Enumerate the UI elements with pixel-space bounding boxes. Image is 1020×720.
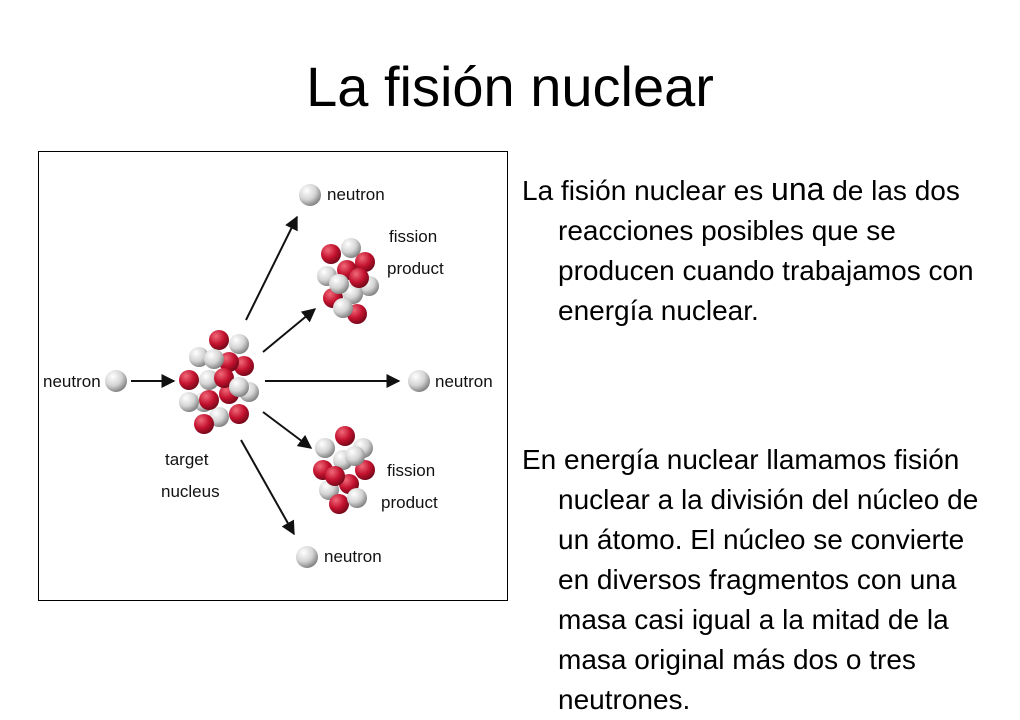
paragraph-1: La fisión nuclear es una de las dos reac… xyxy=(522,169,992,331)
target-nucleus xyxy=(179,330,259,434)
paragraph-2-text: En energía nuclear llamamos fisión nucle… xyxy=(522,444,979,715)
incoming-neutron xyxy=(105,370,127,392)
paragraph-1-emphasis: una xyxy=(771,171,825,207)
slide-title: La fisión nuclear xyxy=(306,55,714,118)
fission-product-top xyxy=(317,238,379,324)
arrows xyxy=(131,215,401,536)
label-neutron-middle: neutron xyxy=(435,372,493,391)
arrow-to-neutron-top xyxy=(245,215,298,321)
label-target-2: nucleus xyxy=(161,482,220,501)
fission-diagram-svg: neutron neutron fission product neutron … xyxy=(43,184,493,568)
arrow-to-product-top xyxy=(262,308,317,353)
neutron-top xyxy=(299,184,321,206)
label-neutron-bottom: neutron xyxy=(324,547,382,566)
paragraph-1-end: de las dos reacciones posibles que se pr… xyxy=(558,175,974,326)
fission-product-bottom xyxy=(313,426,375,514)
label-incoming-neutron: neutron xyxy=(43,372,101,391)
fission-diagram: neutron neutron fission product neutron … xyxy=(38,151,508,601)
neutron-bottom xyxy=(296,546,318,568)
arrow-to-neutron-bottom xyxy=(240,439,295,536)
label-fission-top-2: product xyxy=(387,259,444,278)
paragraph-1-start: La fisión nuclear es xyxy=(522,175,772,206)
label-neutron-top: neutron xyxy=(327,185,385,204)
arrow-to-product-bottom xyxy=(262,411,313,449)
label-fission-bottom-1: fission xyxy=(387,461,435,480)
paragraph-2: En energía nuclear llamamos fisión nucle… xyxy=(522,440,992,720)
neutron-middle xyxy=(408,370,430,392)
label-fission-bottom-2: product xyxy=(381,493,438,512)
label-fission-top-1: fission xyxy=(389,227,437,246)
label-target-1: target xyxy=(165,450,209,469)
